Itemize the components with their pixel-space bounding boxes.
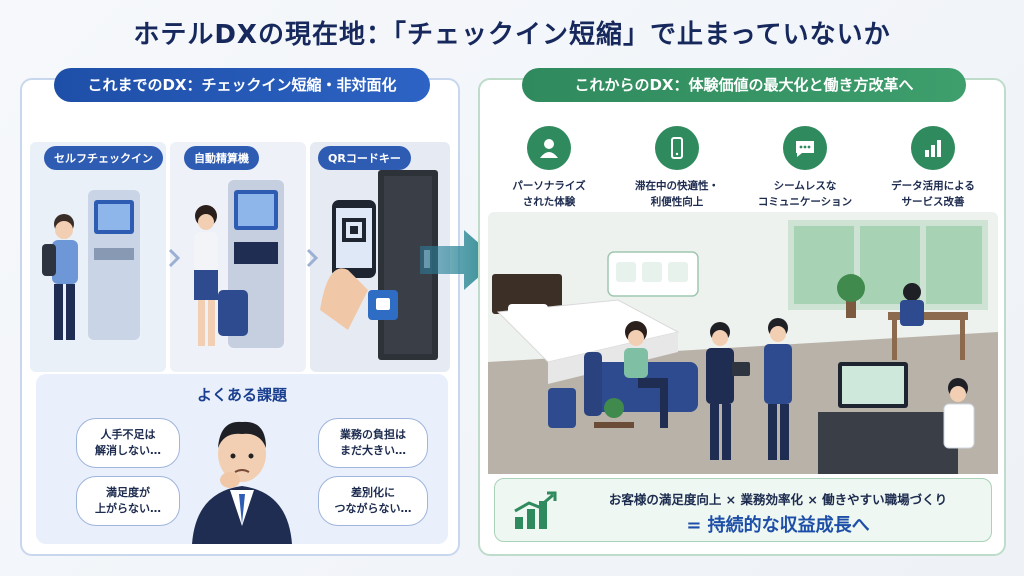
- smartphone-icon: [655, 126, 699, 170]
- common-issues-box: よくある課題 人手不足は 解消しない… 業務の負担は まだ大きい… 満足度が 上…: [36, 374, 448, 544]
- future-dx-panel: これからのDX：体験価値の最大化と働き方改革へ パーソナライズされた体験 滞在中…: [478, 68, 1006, 556]
- growth-chart-icon: [514, 491, 557, 529]
- hotel-room-illustration: [488, 212, 998, 474]
- chat-bubble-icon: [783, 126, 827, 170]
- result-line-2: = 持続的な収益成長へ: [686, 515, 870, 536]
- issue-bubble-workload: 業務の負担は まだ大きい…: [318, 418, 428, 468]
- label-auto-payment: 自動精算機: [184, 146, 259, 170]
- feature-personalized: パーソナライズされた体験: [494, 126, 604, 210]
- result-summary-box: お客様の満足度向上 × 業務効率化 × 働きやすい職場づくり = 持続的な収益成…: [494, 478, 992, 542]
- worried-person-illustration: [192, 421, 292, 544]
- future-dx-header: これからのDX：体験価値の最大化と働き方改革へ: [522, 68, 966, 102]
- page-title: ホテルDXの現在地：「チェックイン短縮」で止まっていないか: [133, 20, 891, 50]
- bar-chart-icon: [911, 126, 955, 170]
- person-icon: [527, 126, 571, 170]
- label-qr-key: QRコードキー: [318, 146, 411, 170]
- feature-data-driven: データ活用によるサービス改善: [878, 126, 988, 210]
- issues-title: よくある課題: [196, 386, 287, 404]
- past-dx-header: これまでのDX：チェックイン短縮・非対面化: [54, 68, 430, 102]
- checkin-illustration: [30, 142, 450, 372]
- issue-bubble-staff-shortage: 人手不足は 解消しない…: [76, 418, 180, 468]
- issue-bubble-satisfaction: 満足度が 上がらない…: [76, 476, 180, 526]
- result-line-1: お客様の満足度向上 × 業務効率化 × 働きやすい職場づくり: [608, 492, 948, 507]
- feature-comfort: 滞在中の快適性・利便性向上: [622, 126, 732, 210]
- issue-bubble-differentiation: 差別化に つながらない…: [318, 476, 428, 526]
- feature-communication: シームレスなコミュニケーション: [750, 126, 860, 210]
- label-self-checkin: セルフチェックイン: [44, 146, 163, 170]
- past-dx-panel: これまでのDX：チェックイン短縮・非対面化: [20, 68, 460, 556]
